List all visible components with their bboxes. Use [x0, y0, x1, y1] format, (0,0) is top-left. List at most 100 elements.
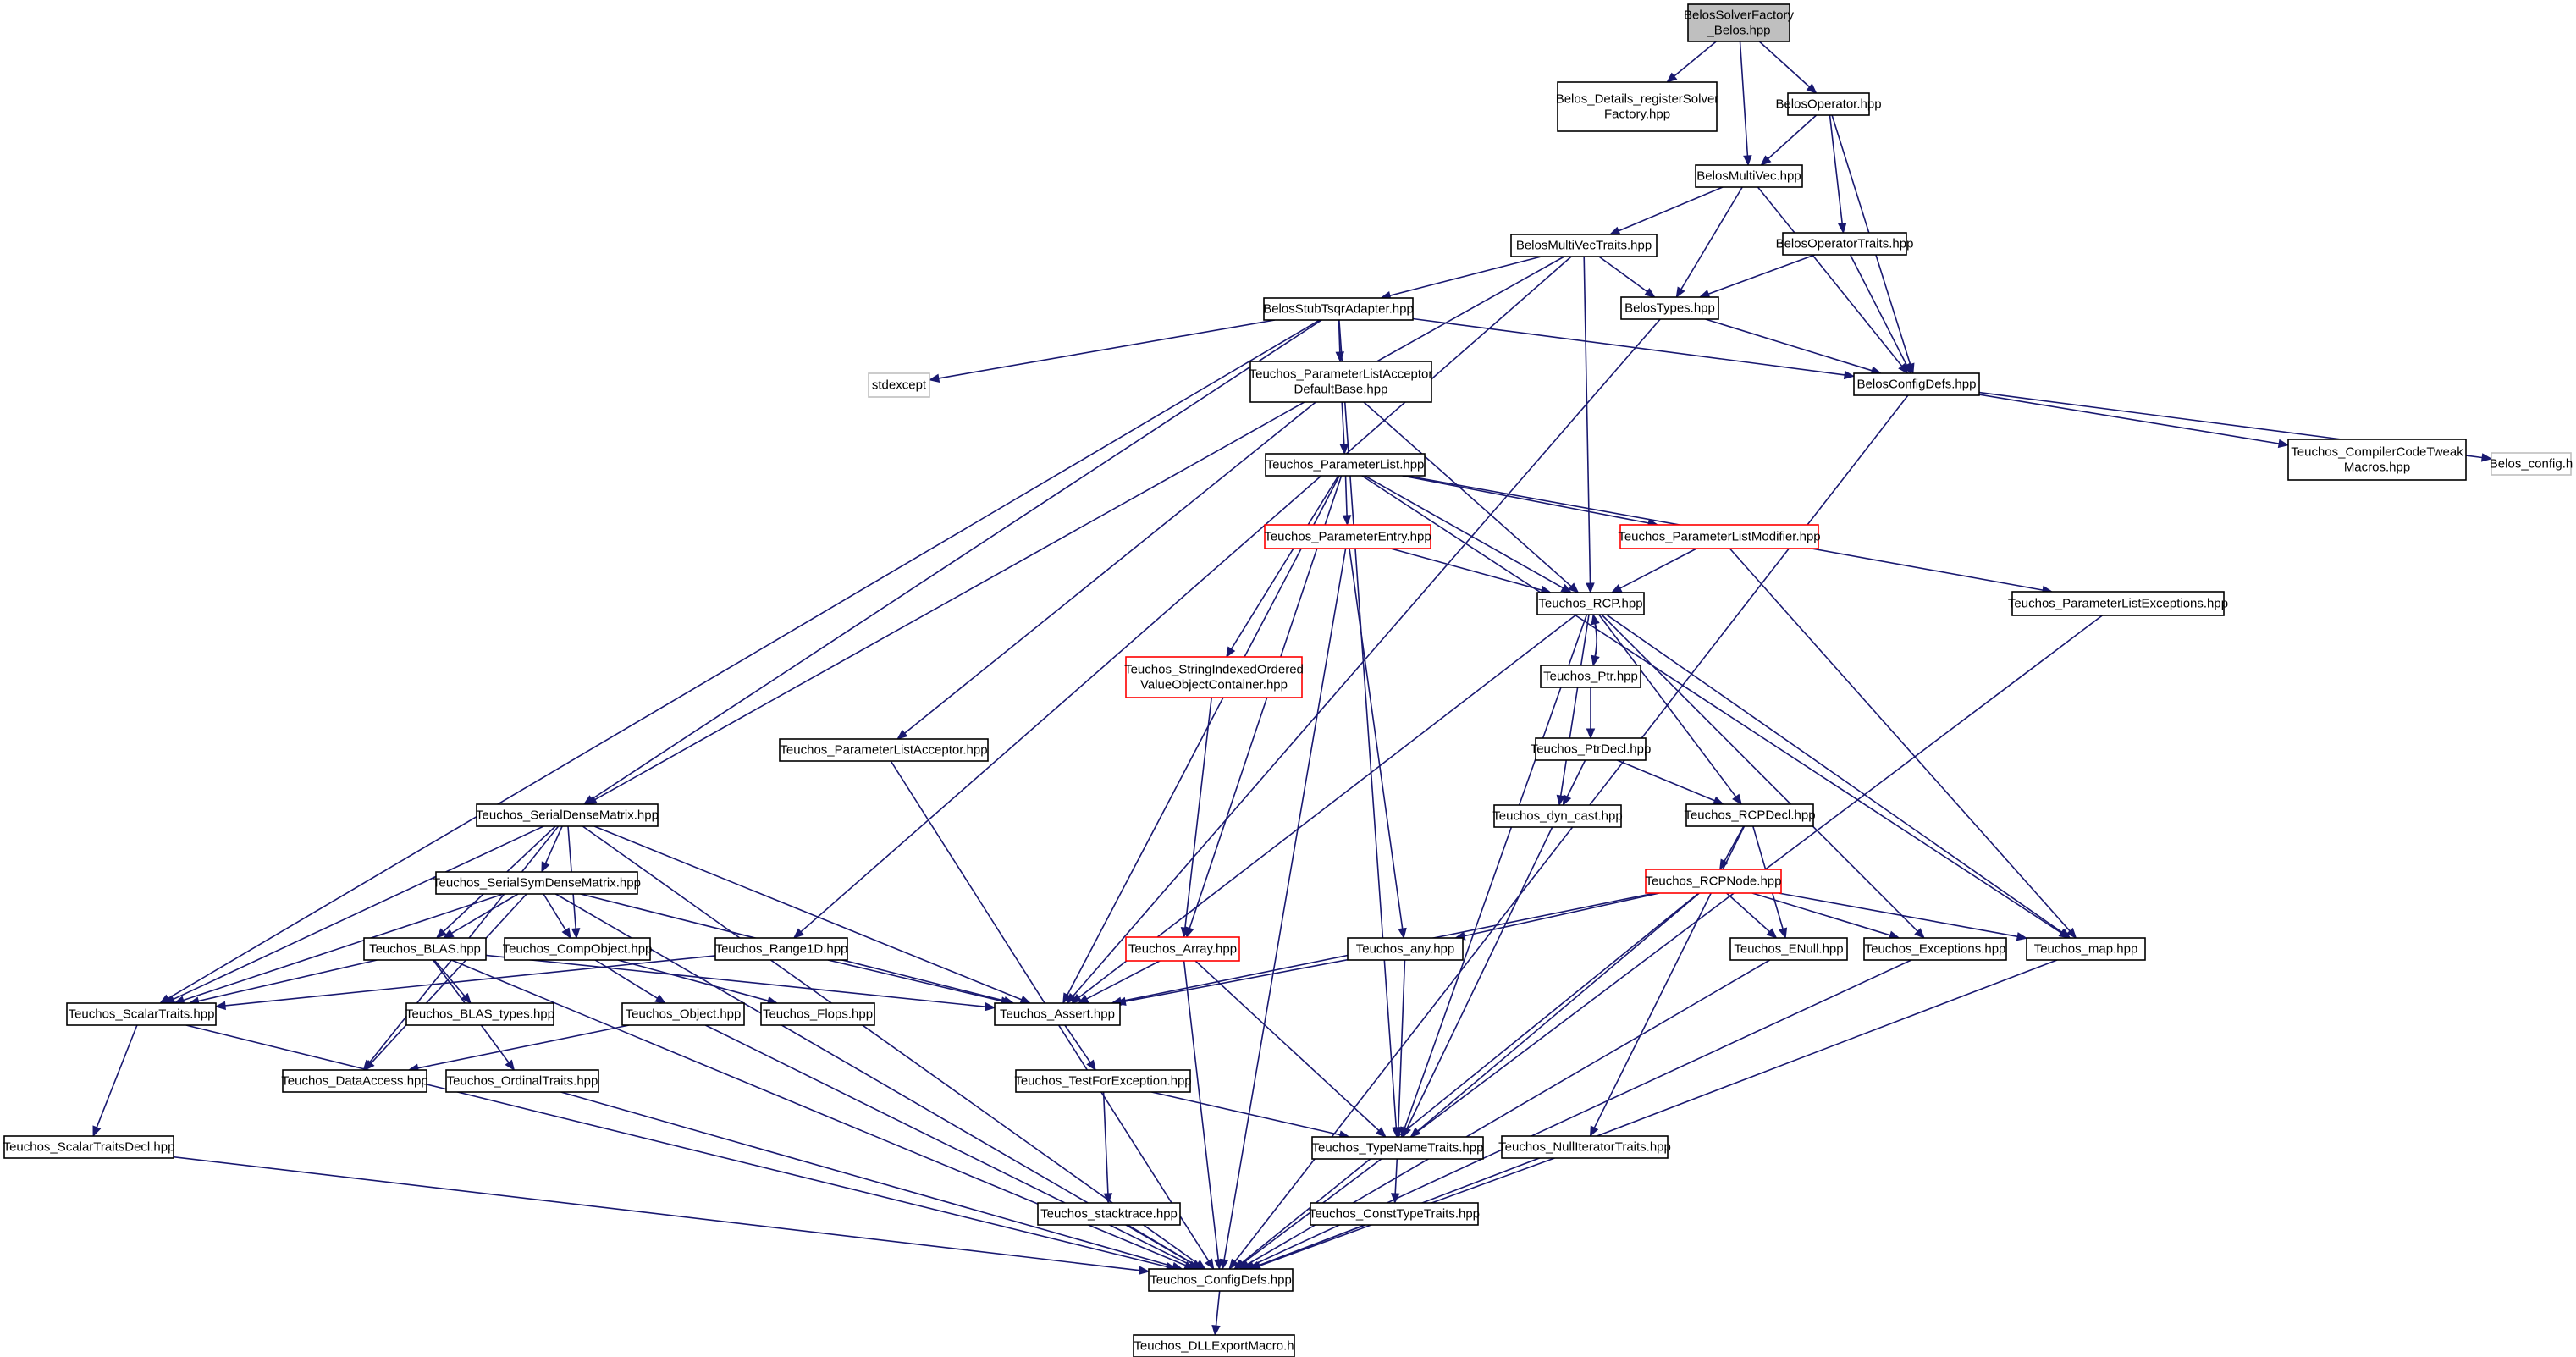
- node-serialdense[interactable]: Teuchos_SerialDenseMatrix.hpp: [476, 803, 659, 827]
- node-box-scalartraits[interactable]: [66, 1002, 217, 1026]
- node-box-plexceptions[interactable]: [2011, 591, 2225, 616]
- node-box-scalartraitsdecl[interactable]: [3, 1135, 174, 1159]
- node-stubtsqr[interactable]: BelosStubTsqrAdapter.hpp: [1263, 297, 1414, 321]
- node-blastypes[interactable]: Teuchos_BLAS_types.hpp: [405, 1002, 554, 1026]
- node-box-range1d[interactable]: [714, 937, 848, 961]
- node-box-nulliter[interactable]: [1501, 1135, 1669, 1159]
- node-box-ordinaltraits[interactable]: [445, 1069, 599, 1093]
- node-scalartraitsdecl[interactable]: Teuchos_ScalarTraitsDecl.hpp: [3, 1135, 175, 1159]
- node-placcdefault[interactable]: Teuchos_ParameterListAcceptorDefaultBase…: [1249, 361, 1433, 403]
- node-box-configdefs[interactable]: [1853, 372, 1980, 396]
- node-rcpnode[interactable]: Teuchos_RCPNode.hpp: [1645, 869, 1782, 894]
- node-types[interactable]: BelosTypes.hpp: [1620, 296, 1719, 320]
- node-box-multivec[interactable]: [1695, 164, 1803, 188]
- node-paramentry[interactable]: Teuchos_ParameterEntry.hpp: [1264, 524, 1431, 549]
- node-paramlist[interactable]: Teuchos_ParameterList.hpp: [1265, 453, 1426, 477]
- node-root[interactable]: BelosSolverFactory_Belos.hpp: [1684, 3, 1795, 42]
- node-box-testforexc[interactable]: [1015, 1069, 1191, 1093]
- node-box-multivectraits[interactable]: [1510, 234, 1658, 257]
- node-plexceptions[interactable]: Teuchos_ParameterListExceptions.hpp: [2008, 591, 2228, 616]
- node-blas[interactable]: Teuchos_BLAS.hpp: [363, 937, 487, 961]
- node-ordinaltraits[interactable]: Teuchos_OrdinalTraits.hpp: [445, 1069, 599, 1093]
- node-dyncast[interactable]: Teuchos_dyn_cast.hpp: [1492, 804, 1623, 828]
- node-box-rcpnode[interactable]: [1645, 869, 1782, 894]
- node-box-dataaccess[interactable]: [282, 1069, 427, 1093]
- node-box-plmodifier[interactable]: [1619, 524, 1819, 549]
- node-box-paramentry[interactable]: [1264, 524, 1431, 549]
- node-placceptor[interactable]: Teuchos_ParameterListAcceptor.hpp: [779, 738, 989, 762]
- node-box-stringindexed[interactable]: [1125, 656, 1303, 698]
- node-optraits[interactable]: BelosOperatorTraits.hpp: [1776, 232, 1914, 256]
- node-dllexport[interactable]: Teuchos_DLLExportMacro.h: [1133, 1334, 1295, 1357]
- node-compobject[interactable]: Teuchos_CompObject.hpp: [503, 937, 653, 961]
- node-box-ptr[interactable]: [1540, 665, 1641, 688]
- node-box-consttypetraits[interactable]: [1310, 1202, 1479, 1226]
- node-box-stacktrace[interactable]: [1037, 1202, 1181, 1226]
- node-box-map[interactable]: [2026, 937, 2146, 961]
- node-box-compobject[interactable]: [504, 937, 651, 961]
- node-testforexc[interactable]: Teuchos_TestForException.hpp: [1014, 1069, 1192, 1093]
- node-ptrdecl[interactable]: Teuchos_PtrDecl.hpp: [1531, 737, 1652, 761]
- node-dataaccess[interactable]: Teuchos_DataAccess.hpp: [281, 1069, 428, 1093]
- node-object[interactable]: Teuchos_Object.hpp: [621, 1002, 745, 1026]
- node-multivectraits[interactable]: BelosMultiVecTraits.hpp: [1510, 234, 1658, 257]
- node-box-blastypes[interactable]: [405, 1002, 554, 1026]
- node-flops[interactable]: Teuchos_Flops.hpp: [760, 1002, 875, 1026]
- node-box-enull[interactable]: [1729, 937, 1848, 961]
- node-box-flops[interactable]: [760, 1002, 875, 1026]
- node-box-dyncast[interactable]: [1493, 804, 1622, 828]
- node-stringindexed[interactable]: Teuchos_StringIndexedOrderedValueObjectC…: [1124, 656, 1304, 698]
- node-enull[interactable]: Teuchos_ENull.hpp: [1729, 937, 1848, 961]
- node-box-ptrdecl[interactable]: [1535, 737, 1647, 761]
- node-box-dllexport[interactable]: [1133, 1334, 1295, 1357]
- node-tconfigdefs[interactable]: Teuchos_ConfigDefs.hpp: [1148, 1268, 1294, 1292]
- node-multivec[interactable]: BelosMultiVec.hpp: [1695, 164, 1803, 188]
- node-box-rcp[interactable]: [1536, 592, 1645, 615]
- node-scalartraits[interactable]: Teuchos_ScalarTraits.hpp: [66, 1002, 217, 1026]
- node-box-placceptor[interactable]: [779, 738, 989, 762]
- node-ptr[interactable]: Teuchos_Ptr.hpp: [1540, 665, 1641, 688]
- node-any[interactable]: Teuchos_any.hpp: [1347, 937, 1464, 961]
- node-box-rcpdecl[interactable]: [1685, 803, 1814, 827]
- node-box-serialdense[interactable]: [476, 803, 659, 827]
- node-box-belosconfig[interactable]: [2491, 452, 2572, 476]
- node-stdexcept[interactable]: stdexcept: [868, 372, 930, 398]
- node-box-assert[interactable]: [994, 1002, 1121, 1026]
- node-box-regsolver[interactable]: [1557, 81, 1718, 132]
- node-box-optraits[interactable]: [1782, 232, 1907, 256]
- node-box-root[interactable]: [1687, 3, 1790, 42]
- node-typenametraits[interactable]: Teuchos_TypeNameTraits.hpp: [1311, 1136, 1484, 1160]
- node-operator[interactable]: BelosOperator.hpp: [1775, 92, 1882, 116]
- node-box-operator[interactable]: [1787, 92, 1870, 116]
- node-box-cctweak[interactable]: [2287, 439, 2467, 481]
- node-box-typenametraits[interactable]: [1311, 1136, 1484, 1160]
- node-plmodifier[interactable]: Teuchos_ParameterListModifier.hpp: [1618, 524, 1821, 549]
- node-box-blas[interactable]: [363, 937, 487, 961]
- node-box-stdexcept[interactable]: [868, 372, 930, 398]
- node-box-exceptions[interactable]: [1863, 937, 2007, 961]
- node-serialsym[interactable]: Teuchos_SerialSymDenseMatrix.hpp: [433, 871, 641, 895]
- node-box-object[interactable]: [621, 1002, 745, 1026]
- node-consttypetraits[interactable]: Teuchos_ConstTypeTraits.hpp: [1309, 1202, 1480, 1226]
- node-configdefs[interactable]: BelosConfigDefs.hpp: [1853, 372, 1980, 396]
- node-box-placcdefault[interactable]: [1249, 361, 1432, 403]
- node-box-stubtsqr[interactable]: [1263, 297, 1414, 321]
- node-range1d[interactable]: Teuchos_Range1D.hpp: [714, 937, 848, 961]
- node-belosconfig[interactable]: Belos_config.h: [2490, 452, 2573, 476]
- node-box-types[interactable]: [1620, 296, 1719, 320]
- node-box-serialsym[interactable]: [435, 871, 638, 895]
- node-nulliter[interactable]: Teuchos_NullIteratorTraits.hpp: [1498, 1135, 1671, 1159]
- node-stacktrace[interactable]: Teuchos_stacktrace.hpp: [1037, 1202, 1181, 1226]
- node-box-paramlist[interactable]: [1265, 453, 1426, 477]
- node-box-tconfigdefs[interactable]: [1148, 1268, 1294, 1292]
- node-rcp[interactable]: Teuchos_RCP.hpp: [1536, 592, 1645, 615]
- node-map[interactable]: Teuchos_map.hpp: [2026, 937, 2146, 961]
- node-array[interactable]: Teuchos_Array.hpp: [1125, 936, 1240, 962]
- node-assert[interactable]: Teuchos_Assert.hpp: [994, 1002, 1121, 1026]
- node-box-array[interactable]: [1125, 936, 1240, 962]
- node-box-any[interactable]: [1347, 937, 1464, 961]
- node-rcpdecl[interactable]: Teuchos_RCPDecl.hpp: [1684, 803, 1816, 827]
- node-exceptions[interactable]: Teuchos_Exceptions.hpp: [1863, 937, 2007, 961]
